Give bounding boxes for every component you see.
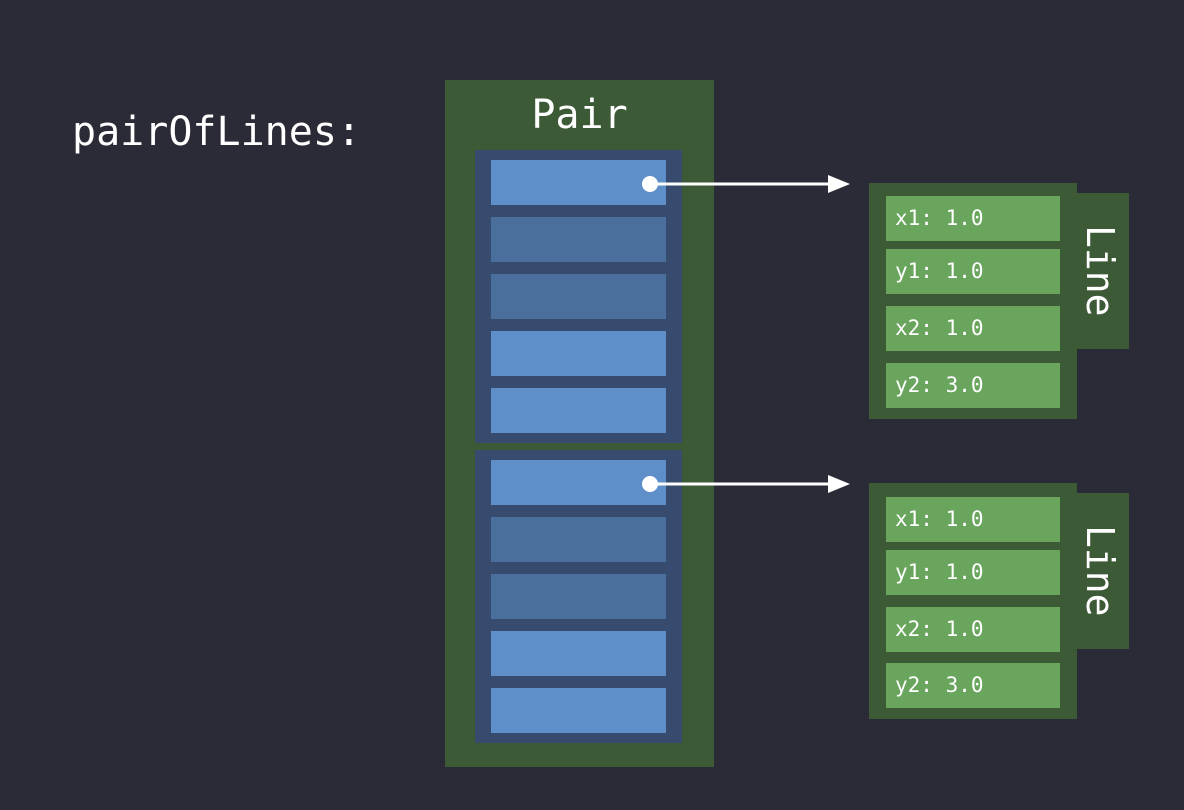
line-struct-tab xyxy=(1077,493,1129,649)
line-field-y1: y1: 1.0 xyxy=(886,550,1060,595)
pair-struct-title: Pair xyxy=(531,92,628,138)
pointer-slot-first xyxy=(491,160,666,205)
pointer-slot-second xyxy=(491,460,666,505)
arrowhead-icon xyxy=(828,175,850,193)
line-field-x2: x2: 1.0 xyxy=(886,607,1060,652)
line-struct-title: Line xyxy=(1078,225,1122,317)
memory-slot xyxy=(491,631,666,676)
memory-slot xyxy=(491,274,666,319)
memory-slot xyxy=(491,574,666,619)
line-field-y2: y2: 3.0 xyxy=(886,663,1060,708)
memory-slot xyxy=(491,217,666,262)
line-struct-tab xyxy=(1077,193,1129,349)
memory-slot xyxy=(491,517,666,562)
line-field-x2: x2: 1.0 xyxy=(886,306,1060,351)
line-field-y2: y2: 3.0 xyxy=(886,363,1060,408)
line-field-y1: y1: 1.0 xyxy=(886,249,1060,294)
arrowhead-icon xyxy=(828,475,850,493)
memory-slot xyxy=(491,388,666,433)
memory-slot xyxy=(491,331,666,376)
line-struct-title: Line xyxy=(1078,525,1122,617)
memory-slot xyxy=(491,688,666,733)
pointer-arrow-first xyxy=(642,175,850,193)
line-field-x1: x1: 1.0 xyxy=(886,497,1060,542)
pointer-arrow-second xyxy=(642,475,850,493)
variable-label: pairOfLines: xyxy=(72,109,361,155)
line-field-x1: x1: 1.0 xyxy=(886,196,1060,241)
